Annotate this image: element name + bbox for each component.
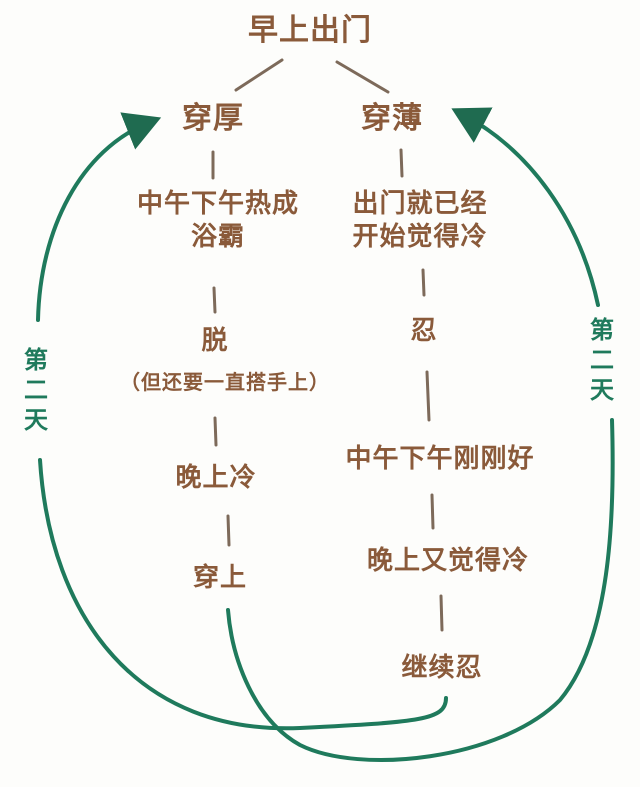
thick-step-3: 晚上冷 bbox=[175, 462, 256, 495]
loop-arrows bbox=[36, 107, 615, 762]
left-loop-char-1: 第 bbox=[24, 346, 48, 374]
right-loop-label: 第 二 天 bbox=[587, 315, 617, 405]
left-loop-label: 第 二 天 bbox=[21, 345, 51, 435]
left-loop-char-2: 二 bbox=[24, 376, 48, 404]
thick-step-2-label: 脱 bbox=[201, 326, 229, 356]
thick-step-2: 脱 bbox=[201, 325, 228, 358]
tree-connectors bbox=[211, 58, 444, 632]
thick-step-1: 中午下午热成 浴霸 bbox=[137, 188, 299, 253]
thick-step-4: 穿上 bbox=[193, 562, 247, 595]
thick-step-1-line-2: 浴霸 bbox=[190, 221, 246, 252]
thin-step-5-label: 继续忍 bbox=[401, 653, 483, 683]
thin-step-3: 中午下午刚刚好 bbox=[345, 443, 534, 476]
root-node: 早上出门 bbox=[248, 12, 372, 50]
thick-step-1-line-1: 中午下午热成 bbox=[136, 189, 300, 219]
branch-thick-label: 穿厚 bbox=[182, 101, 244, 136]
root-label: 早上出门 bbox=[248, 13, 372, 48]
thick-step-2-note: （但还要一直搭手上） bbox=[120, 370, 330, 395]
thin-step-5: 继续忍 bbox=[401, 652, 482, 685]
left-loop-char-3: 天 bbox=[24, 406, 48, 434]
thin-step-4-label: 晚上又觉得冷 bbox=[366, 546, 530, 576]
thin-step-4: 晚上又觉得冷 bbox=[367, 545, 529, 578]
thick-step-3-label: 晚上冷 bbox=[175, 463, 257, 493]
right-loop-char-1: 第 bbox=[590, 316, 614, 344]
branch-thin-label: 穿薄 bbox=[361, 101, 423, 136]
thick-step-4-label: 穿上 bbox=[192, 563, 248, 593]
branch-thin-title: 穿薄 bbox=[361, 100, 423, 138]
thin-step-1-line-2: 开始觉得冷 bbox=[352, 221, 488, 252]
right-loop-char-3: 天 bbox=[590, 376, 614, 404]
right-loop-char-2: 二 bbox=[590, 346, 614, 374]
thin-step-2-label: 忍 bbox=[410, 316, 438, 346]
thin-step-1: 出门就已经 开始觉得冷 bbox=[352, 188, 487, 253]
thin-step-3-label: 中午下午刚刚好 bbox=[345, 444, 535, 474]
thin-step-2: 忍 bbox=[410, 315, 437, 348]
thin-step-1-line-1: 出门就已经 bbox=[352, 189, 488, 219]
branch-thick-title: 穿厚 bbox=[182, 100, 244, 138]
thick-step-2-note-label: （但还要一直搭手上） bbox=[120, 370, 330, 394]
